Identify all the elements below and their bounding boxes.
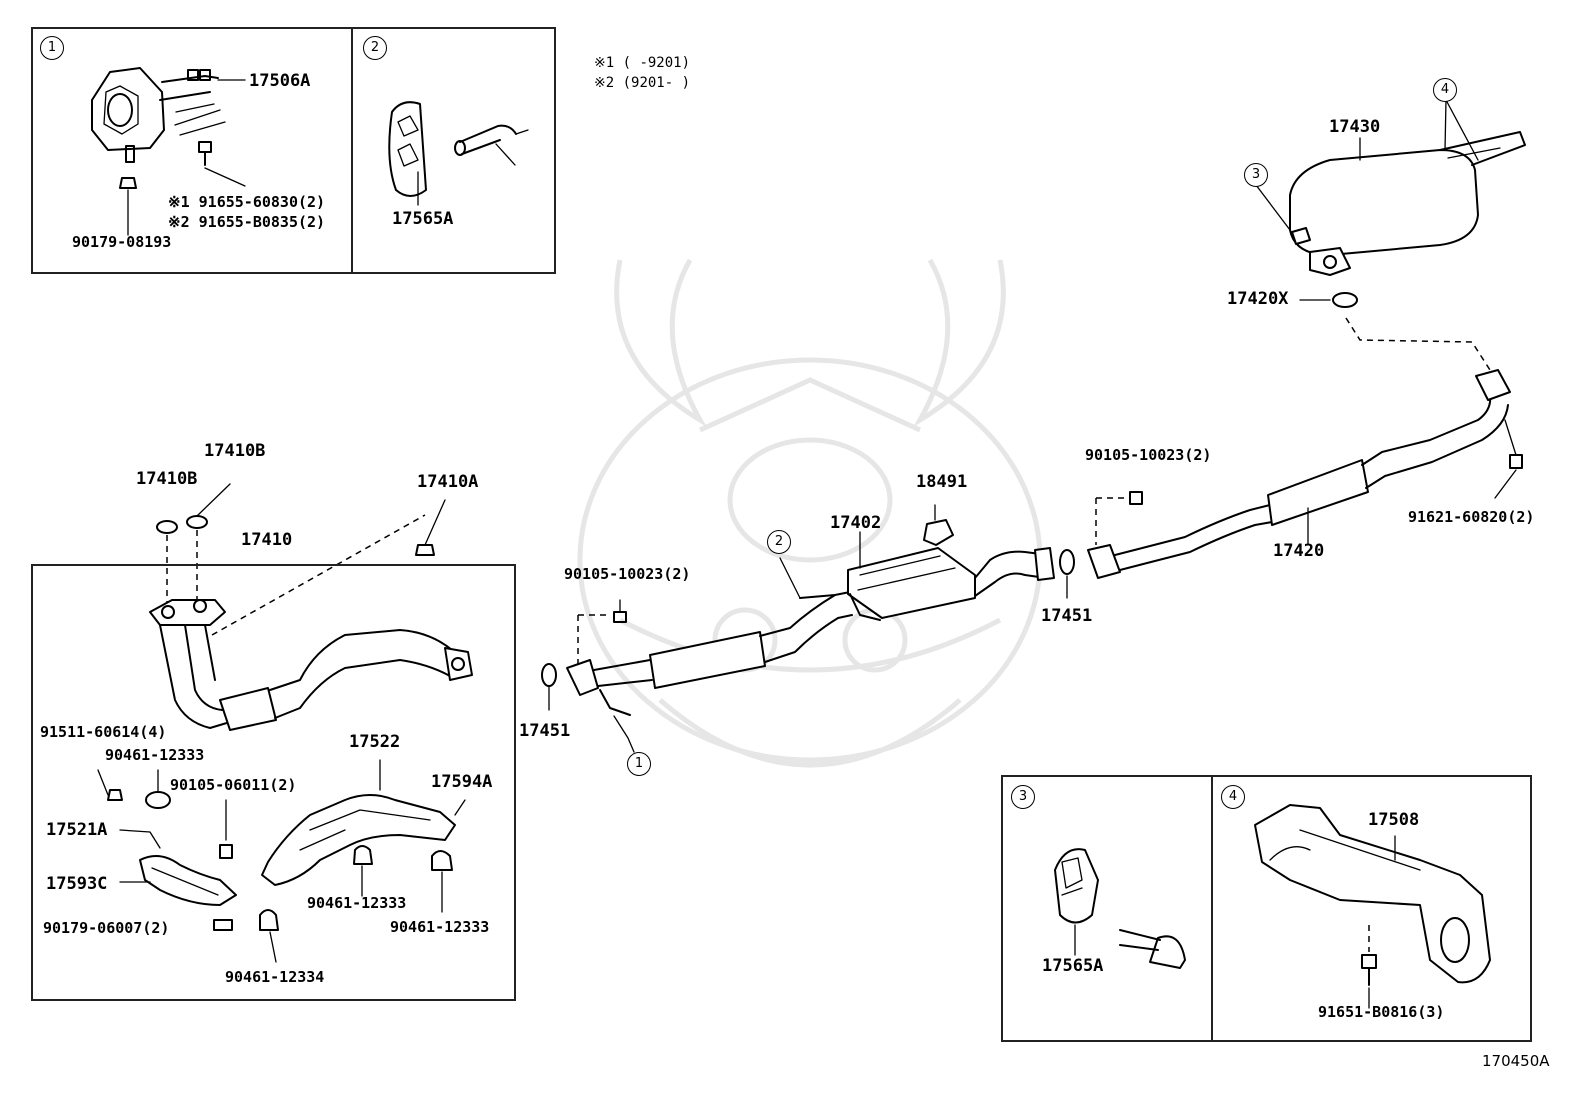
callout-2: 2: [767, 530, 791, 554]
label-17420X: 17420X: [1227, 289, 1289, 309]
label-17420: 17420: [1273, 541, 1325, 561]
label-17565A-top: 17565A: [392, 209, 454, 229]
inset4-bracket-drawing: [1254, 804, 1491, 1009]
label-17430: 17430: [1329, 117, 1381, 137]
inset-divider: [351, 27, 353, 274]
label-90105-10023-right: 90105-10023(2): [1085, 446, 1212, 464]
label-17410B-left: 17410B: [136, 469, 198, 489]
label-bolt2: ※2 91655-B0835(2): [168, 213, 326, 231]
inset-panel-3-4: [1001, 775, 1532, 1042]
label-90105-06011: 90105-06011(2): [170, 776, 297, 794]
inset-divider-2: [1211, 775, 1213, 1042]
label-17451-left: 17451: [519, 721, 571, 741]
label-17410A: 17410A: [417, 472, 479, 492]
label-17508: 17508: [1368, 810, 1420, 830]
label-17410B-right: 17410B: [204, 441, 266, 461]
label-90461-12334: 90461-12334: [225, 968, 325, 986]
label-17593C: 17593C: [46, 874, 108, 894]
label-91511-60614: 91511-60614(4): [40, 723, 167, 741]
watermark: [577, 258, 1043, 768]
callout-4: 4: [1433, 78, 1457, 102]
label-bolt1: ※1 91655-60830(2): [168, 193, 326, 211]
label-90179-06007: 90179-06007(2): [43, 919, 170, 937]
label-17594A: 17594A: [431, 772, 493, 792]
inset-marker-4: 4: [1221, 785, 1245, 809]
inset-marker-2: 2: [363, 36, 387, 60]
label-17522: 17522: [349, 732, 401, 752]
callout-1: 1: [627, 752, 651, 776]
label-18491: 18491: [916, 472, 968, 492]
label-91621-60820: 91621-60820(2): [1408, 508, 1535, 526]
label-90461-12333-a: 90461-12333: [105, 746, 205, 764]
inset-marker-1: 1: [40, 36, 64, 60]
label-17451-right: 17451: [1041, 606, 1093, 626]
front-pipe-drawing: [97, 483, 473, 963]
front-pipe-panel: [31, 564, 516, 1001]
inset2-hanger-drawing: [388, 101, 529, 206]
label-17402: 17402: [830, 513, 882, 533]
label-91651-B0816: 91651-B0816(3): [1318, 1003, 1445, 1021]
label-17410: 17410: [241, 530, 293, 550]
callout-3: 3: [1244, 163, 1268, 187]
label-nut-90179-08193: 90179-08193: [72, 233, 172, 251]
label-17565A-bottom: 17565A: [1042, 956, 1104, 976]
center-pipe-drawing: [541, 504, 1075, 753]
inset3-hanger-drawing: [1054, 848, 1186, 969]
inset-panel-1-2: [31, 27, 556, 274]
note-1: ※1 ( -9201): [594, 55, 691, 71]
label-17521A: 17521A: [46, 820, 108, 840]
note-2: ※2 (9201- ): [594, 75, 691, 91]
label-90105-10023-left: 90105-10023(2): [564, 565, 691, 583]
tail-pipe-drawing: [1087, 99, 1526, 579]
label-90461-12333-c: 90461-12333: [307, 894, 407, 912]
inset1-mount-drawing: [91, 67, 246, 236]
figure-code: 170450A: [1482, 1052, 1550, 1070]
label-17506A: 17506A: [249, 71, 311, 91]
label-90461-12333-d: 90461-12333: [390, 918, 490, 936]
inset-marker-3: 3: [1011, 785, 1035, 809]
